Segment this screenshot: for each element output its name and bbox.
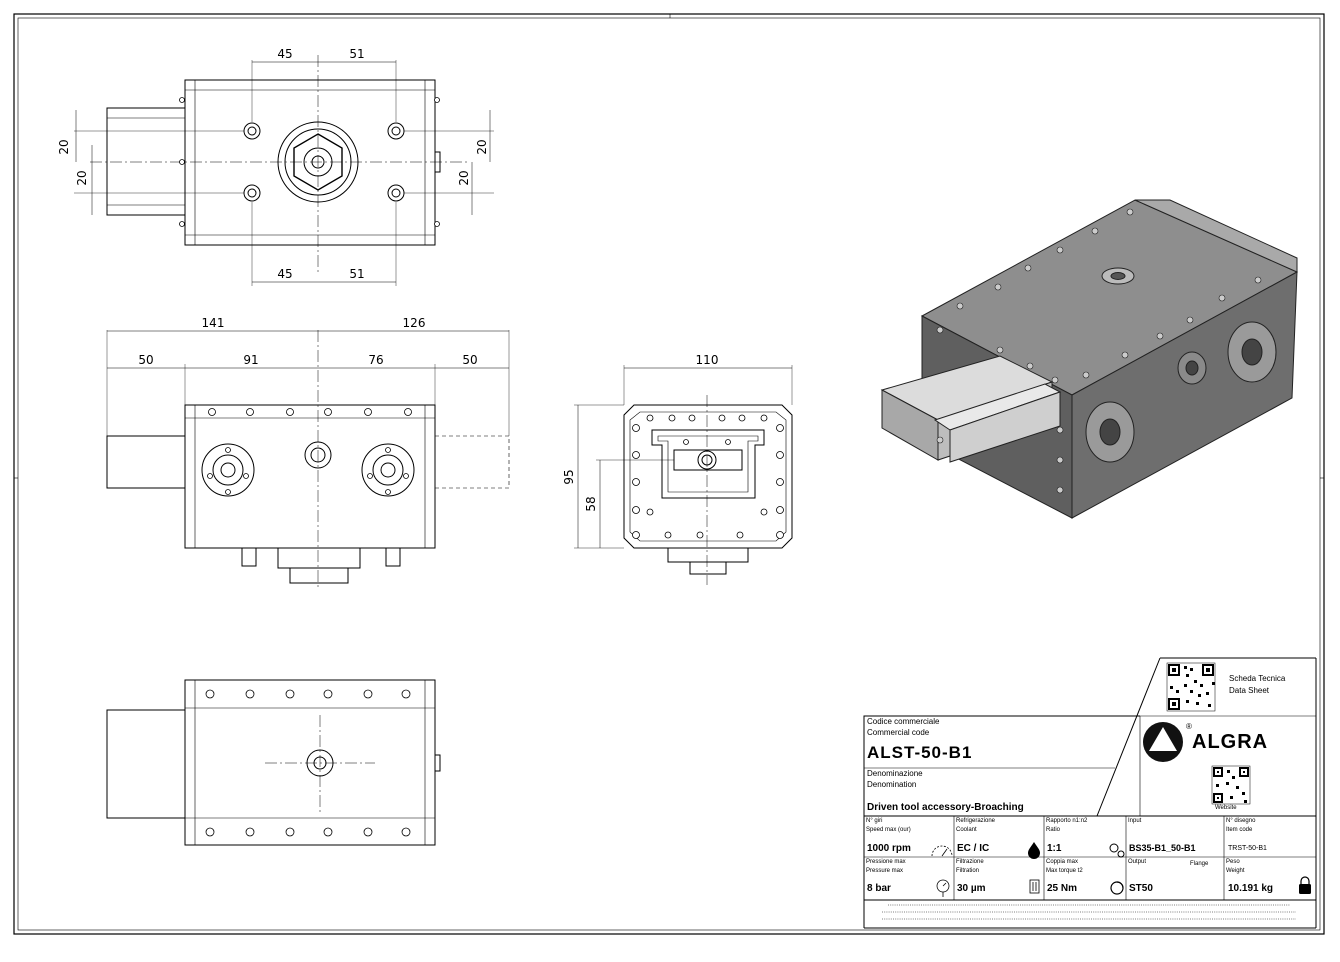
- coolant-label-en: Coolant: [956, 827, 977, 833]
- speed-value: 1000 rpm: [867, 843, 911, 854]
- bottom-view-bolts: [205, 689, 411, 837]
- isometric-bolts: [936, 208, 1262, 494]
- drawing-value: TRST-50-B1: [1228, 845, 1267, 852]
- dim-top-v3: 20: [475, 139, 489, 154]
- datasheet-label-it: Scheda Tecnica: [1229, 674, 1286, 683]
- ratio-label-it: Rapporto n1:n2: [1046, 818, 1088, 824]
- dim-top-left-a: 45: [277, 47, 292, 61]
- isometric-view: [880, 199, 1299, 519]
- filtration-label-en: Filtration: [956, 868, 980, 874]
- speed-gauge-icon: [931, 845, 953, 857]
- dim-front-overall-left: 141: [202, 316, 225, 330]
- flange-label: Flange: [1190, 861, 1209, 867]
- footer-fine-print: [882, 904, 1296, 920]
- pressure-value: 8 bar: [867, 883, 891, 894]
- dim-front-seg3: 76: [368, 353, 383, 367]
- drawing-label-en: Item code: [1226, 827, 1253, 833]
- dim-top-right-a: 51: [349, 47, 364, 61]
- brand-name: ALGRA: [1192, 731, 1269, 753]
- datasheet-qr-icon: [1166, 662, 1216, 712]
- dim-front-overall-right: 126: [403, 316, 426, 330]
- torque-value: 25 Nm: [1047, 883, 1078, 894]
- weight-label-it: Peso: [1226, 859, 1240, 865]
- pressure-gauge-icon: [936, 879, 950, 897]
- torque-label-it: Coppia max: [1046, 859, 1079, 865]
- dim-front-seg1: 50: [138, 353, 153, 367]
- dim-side-height-small: 58: [584, 496, 598, 511]
- side-view: [574, 365, 793, 585]
- torque-label-en: Max torque t2: [1046, 868, 1083, 874]
- weight-lock-icon: [1299, 876, 1311, 894]
- dim-top-v2: 20: [75, 170, 89, 185]
- input-value: BS35-B1_50-B1: [1129, 843, 1196, 853]
- commercial-code-label-it: Codice commerciale: [867, 717, 940, 726]
- speed-label-it: N° giri: [866, 818, 883, 824]
- datasheet-label-en: Data Sheet: [1229, 686, 1270, 695]
- torque-icon: [1110, 881, 1124, 895]
- dim-side-width: 110: [696, 353, 719, 367]
- pressure-label-en: Pressure max: [866, 868, 904, 874]
- input-label: Input: [1128, 818, 1142, 824]
- top-view: [74, 55, 494, 286]
- front-view: [106, 330, 510, 590]
- side-view-bolts: [632, 414, 784, 539]
- pressure-label-it: Pressione max: [866, 859, 906, 865]
- dim-front-seg2: 91: [243, 353, 258, 367]
- coolant-value: EC / IC: [957, 843, 990, 854]
- ratio-label-en: Ratio: [1046, 827, 1061, 833]
- website-label: Website: [1215, 805, 1237, 811]
- commercial-code: ALST-50-B1: [867, 743, 973, 762]
- top-view-small-bolts: [179, 97, 440, 227]
- speed-label-en: Speed max (our): [866, 827, 911, 833]
- filtration-label-it: Filtrazione: [956, 859, 984, 865]
- coolant-drop-icon: [1028, 842, 1040, 859]
- algra-logo: [1143, 722, 1183, 762]
- denomination: Driven tool accessory-Broaching: [867, 802, 1024, 813]
- website-qr-icon: [1211, 765, 1251, 805]
- commercial-code-label-en: Commercial code: [867, 728, 930, 737]
- filter-icon: [1029, 879, 1040, 894]
- brand-reg-mark: ®: [1186, 722, 1192, 731]
- dim-top-v4: 20: [457, 170, 471, 185]
- coolant-label-it: Refrigerazione: [956, 818, 996, 824]
- weight-value: 10.191 kg: [1228, 883, 1274, 894]
- weight-label-en: Weight: [1226, 868, 1245, 874]
- filtration-value: 30 µm: [957, 883, 986, 894]
- dim-top-left-b: 45: [277, 267, 292, 281]
- dim-side-height: 95: [562, 469, 576, 484]
- bottom-view: [106, 679, 441, 846]
- output-value: ST50: [1129, 883, 1153, 894]
- gear-ratio-icon: [1109, 843, 1125, 858]
- ratio-value: 1:1: [1047, 843, 1062, 854]
- front-view-bolts: [207, 408, 412, 495]
- outer-border: [13, 13, 1325, 935]
- output-label: Output: [1128, 859, 1147, 865]
- inner-border: [17, 17, 1321, 931]
- dim-front-seg4: 50: [462, 353, 477, 367]
- title-block: [863, 657, 1317, 929]
- drawing-label-it: N° disegno: [1226, 818, 1256, 824]
- denomination-label-en: Denomination: [867, 780, 917, 789]
- dim-top-v1: 20: [57, 139, 71, 154]
- denomination-label-it: Denominazione: [867, 769, 923, 778]
- dim-top-right-b: 51: [349, 267, 364, 281]
